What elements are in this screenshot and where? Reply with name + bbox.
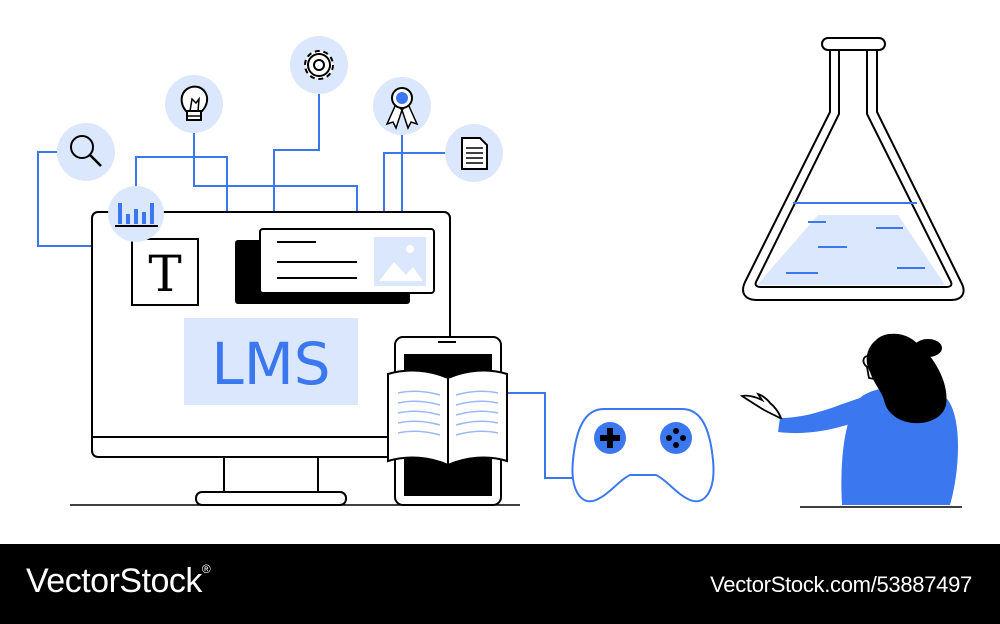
magnifier-icon <box>57 123 115 181</box>
lms-label: LMS <box>184 318 358 405</box>
illustration: T LMS <box>37 36 965 508</box>
image-icon <box>374 237 426 286</box>
bar-chart-icon <box>108 186 164 242</box>
lightbulb-icon <box>165 75 223 133</box>
brand-logo: VectorStock® <box>26 562 211 601</box>
flask-icon <box>742 37 965 301</box>
person-figure <box>739 333 958 505</box>
award-ribbon-icon <box>373 77 431 135</box>
text-tile-letter: T <box>148 245 181 303</box>
text-tile: T <box>131 238 199 306</box>
footer-bar: VectorStock® VectorStock.com/53887497 <box>0 544 1000 624</box>
gamepad-icon <box>571 408 715 503</box>
stock-id-text: VectorStock.com/53887497 <box>710 572 972 597</box>
document-icon <box>445 124 503 182</box>
registered-mark: ® <box>201 562 211 576</box>
connector-lines <box>37 92 572 479</box>
book-icon <box>387 369 508 467</box>
lms-text: LMS <box>211 330 330 398</box>
gear-icon <box>290 36 348 94</box>
brand-text: VectorStock <box>26 562 202 600</box>
